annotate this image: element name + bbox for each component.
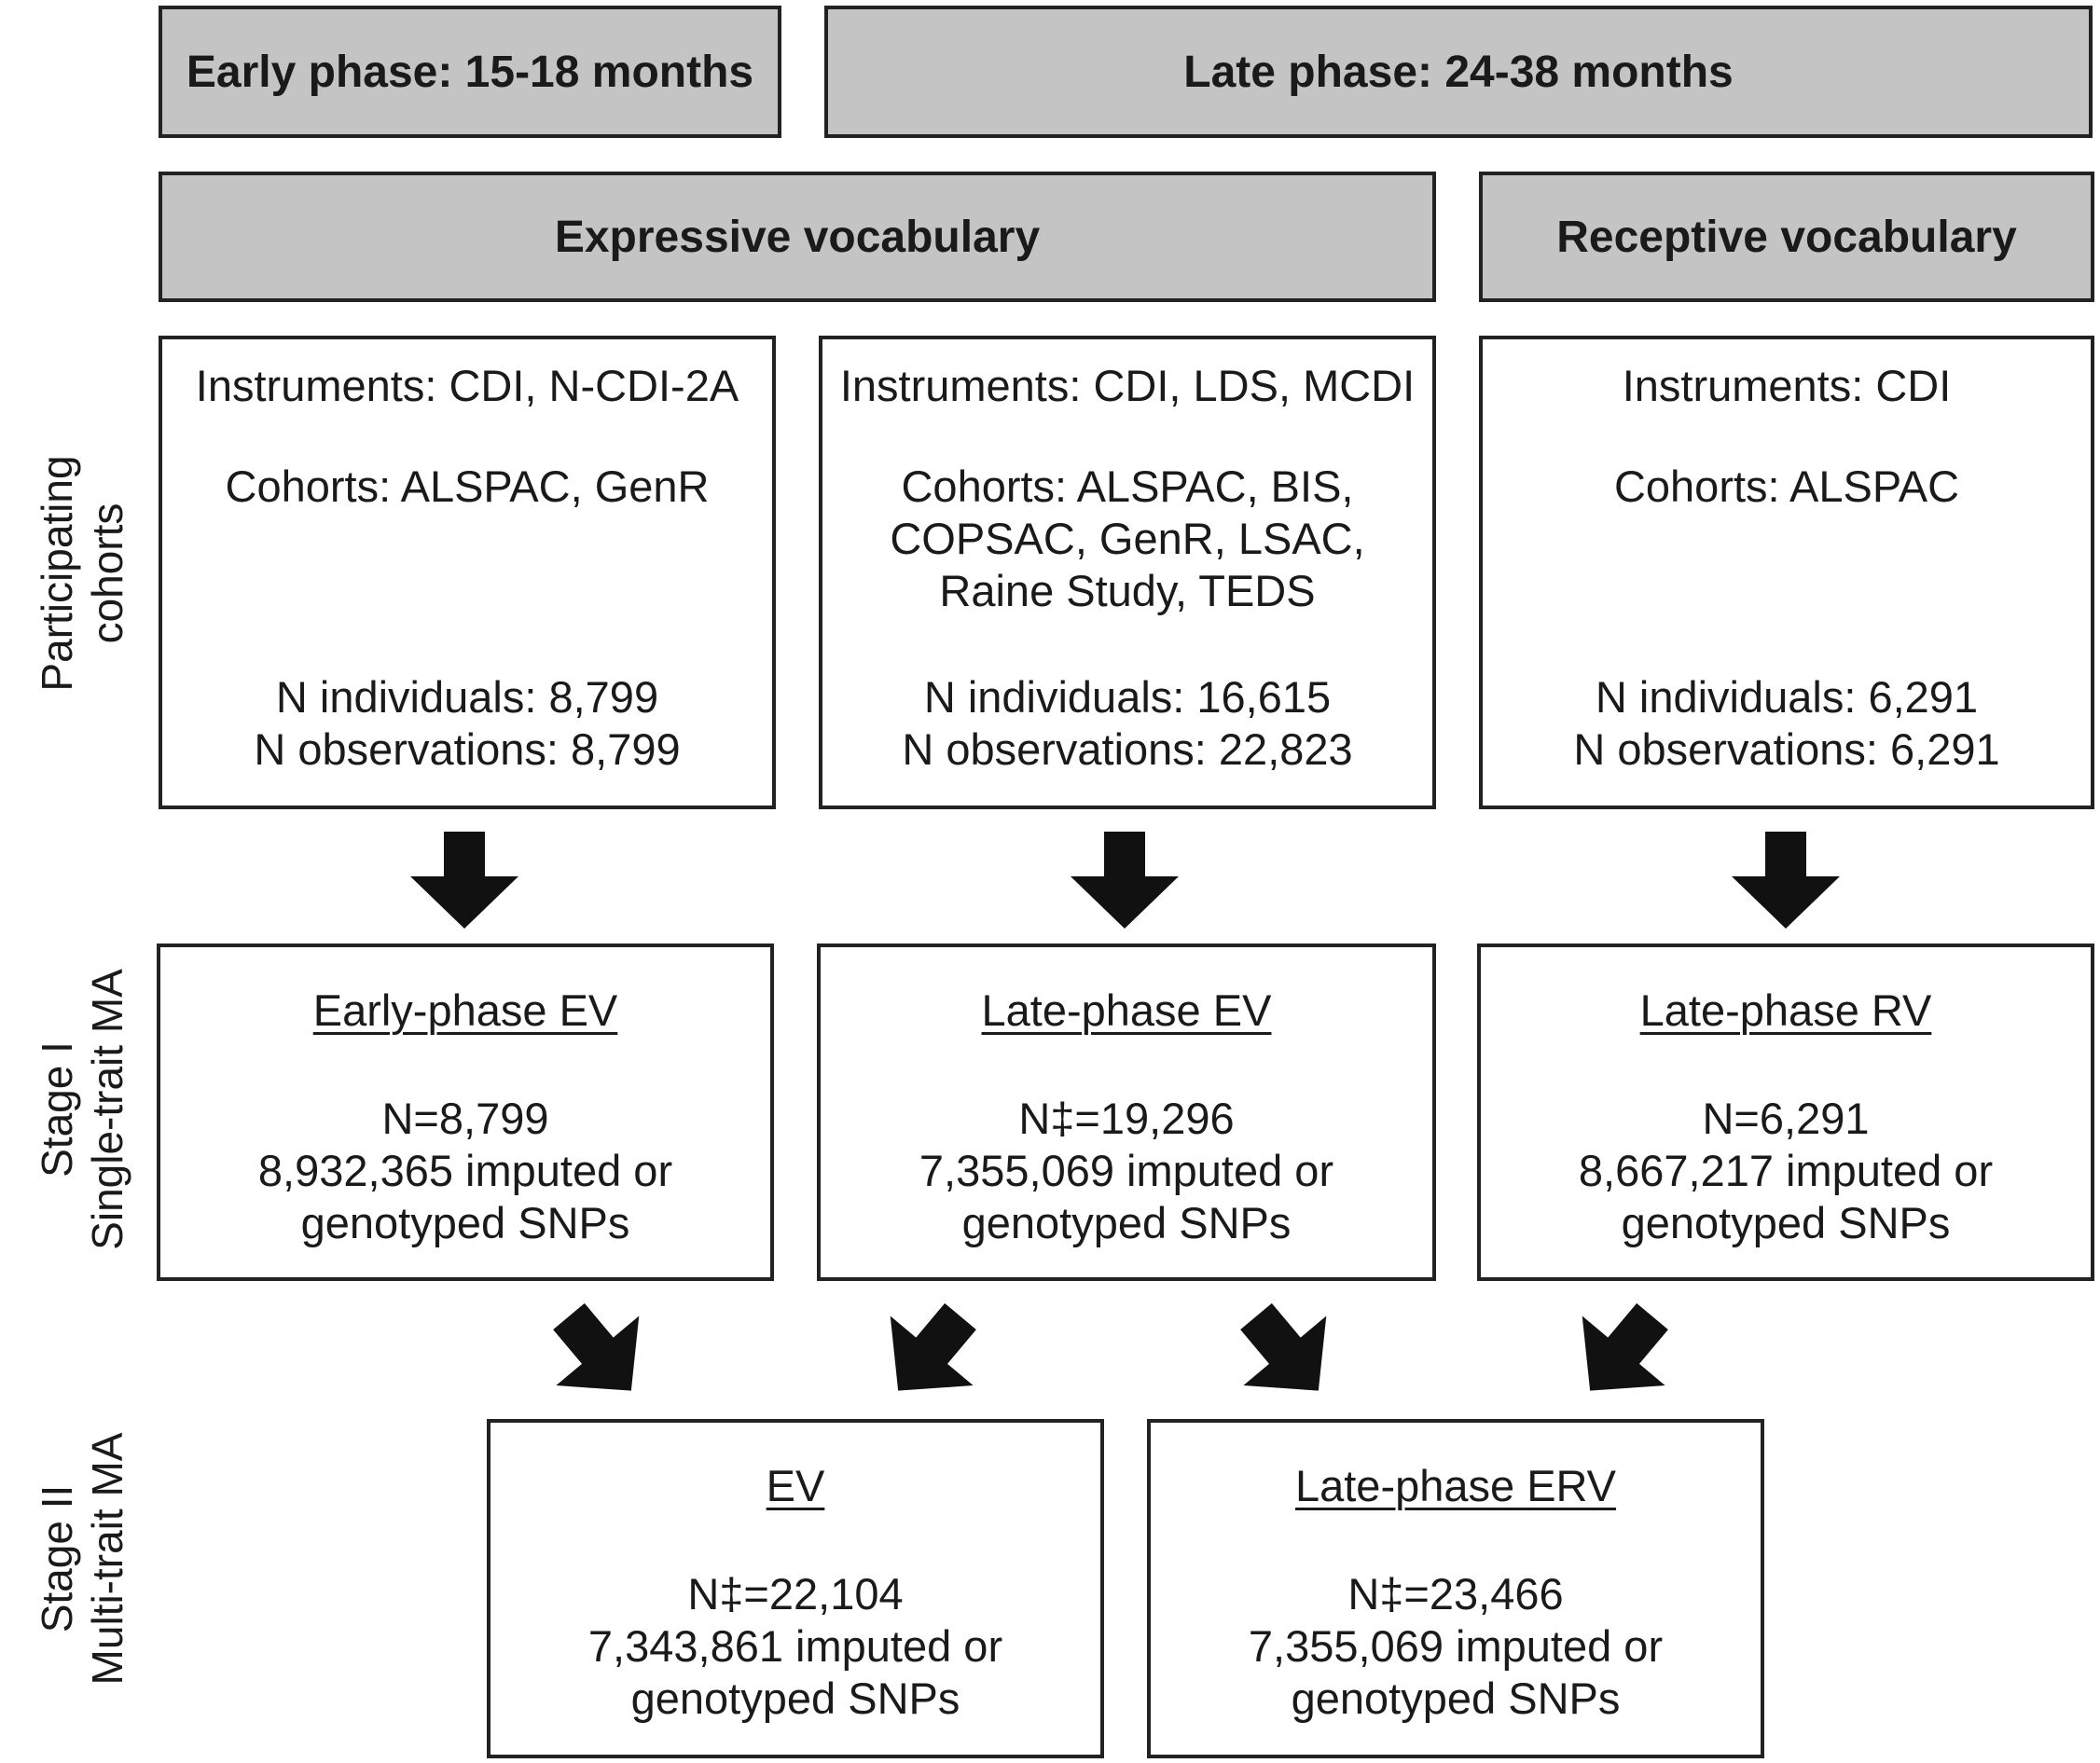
n-observations-text: N observations: 22,823 — [902, 724, 1353, 774]
down-arrow — [1071, 832, 1179, 929]
sample-size-text: N‡=22,104 — [687, 1569, 904, 1618]
expressive-vocabulary-header: Expressive vocabulary — [159, 172, 1436, 302]
receptive-vocabulary-header: Receptive vocabulary — [1479, 172, 2094, 302]
down-arrow — [410, 832, 518, 929]
stage2-title: EV — [766, 1461, 825, 1510]
sample-size-text: N‡=19,296 — [1018, 1094, 1235, 1143]
sample-size-text: N=8,799 — [381, 1094, 549, 1143]
stage1-title: Late-phase RV — [1639, 985, 1932, 1035]
early-phase-header: Early phase: 15-18 months — [159, 6, 781, 138]
snps-text: 7,355,069 imputed or — [1248, 1621, 1664, 1671]
diagonal-arrow — [527, 1281, 673, 1426]
stage2-box-ev: EV N‡=22,104 7,343,861 imputed or genoty… — [487, 1419, 1104, 1758]
snps-text: genotyped SNPs — [300, 1198, 630, 1247]
cohorts-text: Cohorts: ALSPAC, BIS, — [901, 461, 1354, 511]
cohort-box-early-ev: Instruments: CDI, N-CDI-2A Cohorts: ALSP… — [159, 336, 776, 809]
snps-text: 7,343,861 imputed or — [587, 1621, 1003, 1671]
instruments-text: Instruments: CDI, N-CDI-2A — [195, 361, 739, 410]
stage1-box-late-phase-rv: Late-phase RV N=6,291 8,667,217 imputed … — [1477, 943, 2094, 1281]
cohorts-text: Cohorts: ALSPAC, GenR — [225, 461, 710, 511]
instruments-text: Instruments: CDI — [1622, 361, 1952, 410]
diagonal-arrow — [856, 1281, 1002, 1426]
down-arrow — [1732, 832, 1840, 929]
snps-text: 8,932,365 imputed or — [257, 1146, 673, 1195]
stage1-box-late-phase-ev: Late-phase EV N‡=19,296 7,355,069 impute… — [817, 943, 1436, 1281]
expressive-vocabulary-label: Expressive vocabulary — [554, 212, 1041, 262]
late-phase-label: Late phase: 24-38 months — [1183, 47, 1734, 97]
cohorts-text: COPSAC, GenR, LSAC, — [890, 514, 1365, 563]
n-individuals-text: N individuals: 6,291 — [1595, 672, 1979, 722]
cohorts-text: Raine Study, TEDS — [939, 566, 1316, 615]
receptive-vocabulary-label: Receptive vocabulary — [1556, 212, 2017, 262]
n-observations-text: N observations: 8,799 — [254, 724, 681, 774]
cohorts-text: Cohorts: ALSPAC — [1613, 461, 1960, 511]
snps-text: genotyped SNPs — [630, 1673, 960, 1723]
sample-size-text: N=6,291 — [1702, 1094, 1870, 1143]
n-observations-text: N observations: 6,291 — [1573, 724, 2000, 774]
snps-text: 8,667,217 imputed or — [1578, 1146, 1994, 1195]
late-phase-header: Late phase: 24-38 months — [824, 6, 2093, 138]
cohort-box-late-rv: Instruments: CDI Cohorts: ALSPAC N indiv… — [1479, 336, 2094, 809]
early-phase-label: Early phase: 15-18 months — [186, 47, 754, 97]
snps-text: 7,355,069 imputed or — [919, 1146, 1334, 1195]
instruments-text: Instruments: CDI, LDS, MCDI — [839, 361, 1416, 410]
stage1-title: Early-phase EV — [312, 985, 618, 1035]
snps-text: genotyped SNPs — [1621, 1198, 1951, 1247]
snps-text: genotyped SNPs — [1291, 1673, 1621, 1723]
snps-text: genotyped SNPs — [961, 1198, 1292, 1247]
stage1-title: Late-phase EV — [981, 985, 1272, 1035]
stage2-title: Late-phase ERV — [1294, 1461, 1617, 1510]
cohort-box-late-ev: Instruments: CDI, LDS, MCDI Cohorts: ALS… — [819, 336, 1436, 809]
n-individuals-text: N individuals: 16,615 — [923, 672, 1332, 722]
stage2-box-late-phase-erv: Late-phase ERV N‡=23,466 7,355,069 imput… — [1147, 1419, 1764, 1758]
sample-size-text: N‡=23,466 — [1347, 1569, 1564, 1618]
diagonal-arrow — [1214, 1281, 1361, 1426]
stage1-box-early-phase-ev: Early-phase EV N=8,799 8,932,365 imputed… — [157, 943, 774, 1281]
n-individuals-text: N individuals: 8,799 — [275, 672, 659, 722]
diagonal-arrow — [1548, 1281, 1694, 1426]
